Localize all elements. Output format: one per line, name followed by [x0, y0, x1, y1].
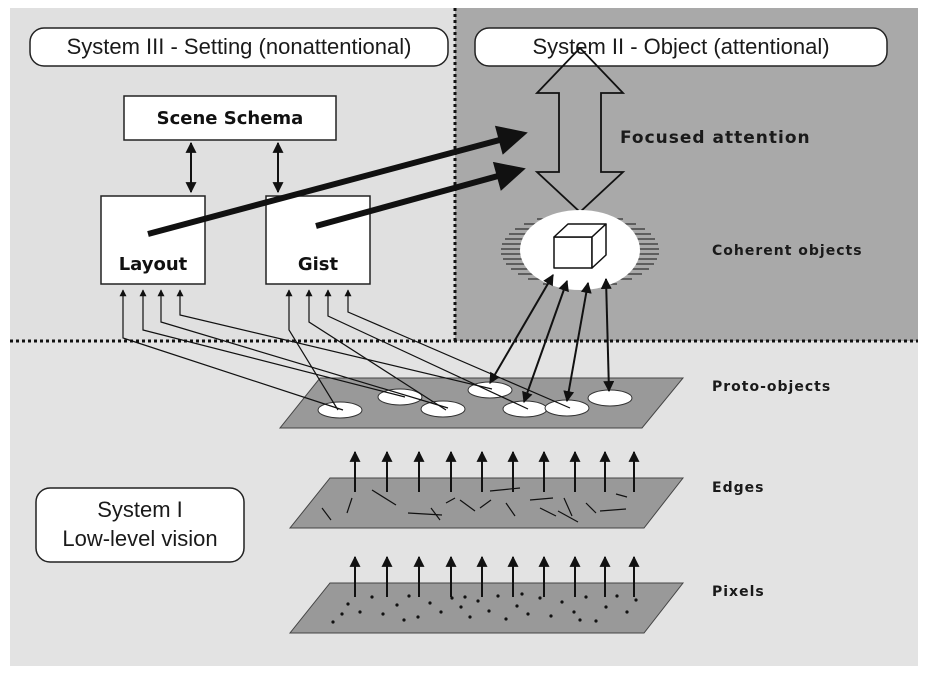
- scene-schema-node: Scene Schema: [123, 95, 337, 141]
- system3-label-box: System III - Setting (nonattentional): [29, 27, 449, 67]
- layout-label: Layout: [119, 254, 188, 275]
- system1-label-box: System I Low-level vision: [35, 487, 245, 563]
- layout-to-attention-arrow: [147, 125, 528, 237]
- gist-to-attention-arrow: [315, 161, 526, 229]
- proto-to-object-arrows: [489, 274, 615, 404]
- cube-icon: [553, 223, 607, 269]
- system3-label: System III - Setting (nonattentional): [67, 34, 412, 59]
- focused-attention-arrow: [534, 46, 626, 214]
- scene-schema-label: Scene Schema: [157, 108, 304, 129]
- gist-label: Gist: [298, 254, 339, 275]
- system1-label-line2: Low-level vision: [62, 526, 217, 551]
- pixel-dots: [331, 592, 638, 624]
- edges-label: Edges: [712, 480, 764, 496]
- system1-label-line1: System I: [97, 497, 183, 522]
- system2-label-box: System II - Object (attentional): [474, 27, 888, 67]
- layout-node: Layout: [100, 195, 206, 285]
- system2-label: System II - Object (attentional): [532, 34, 829, 59]
- pixels-label: Pixels: [712, 584, 765, 600]
- pixels-plane: [288, 582, 685, 634]
- coherent-objects-label: Coherent objects: [712, 243, 863, 259]
- proto-objects-label: Proto-objects: [712, 379, 831, 395]
- pixels-to-edges-arrows: [349, 555, 640, 597]
- edges-to-proto-arrows: [349, 450, 640, 492]
- gist-node: Gist: [265, 195, 371, 285]
- edge-segments: [321, 487, 628, 523]
- focused-attention-label: Focused attention: [620, 128, 811, 148]
